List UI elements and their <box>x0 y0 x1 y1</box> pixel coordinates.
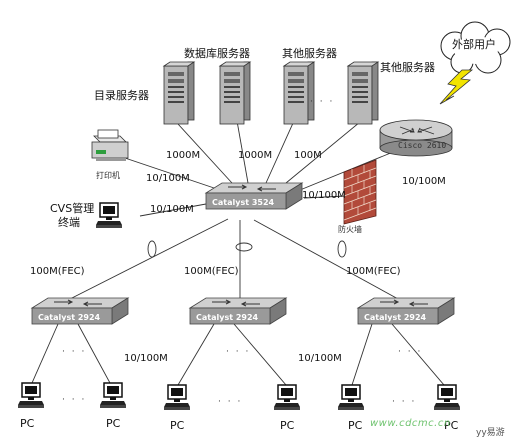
firewall-label: 防火墙 <box>338 225 362 234</box>
fec-marker-right <box>337 240 347 258</box>
other-server-icon-1 <box>283 61 315 125</box>
pc-icon <box>163 384 191 411</box>
ellipsis-left-top: · · · <box>62 347 87 357</box>
link-label-pc-links-right: 10/100M <box>298 353 342 364</box>
router-icon <box>379 119 453 157</box>
pc-icon <box>273 384 301 411</box>
access-switch-mid-label: Catalyst 2924 <box>196 313 259 322</box>
ellipsis-left-bottom: · · · <box>62 395 87 405</box>
pc-label: PC <box>106 417 121 430</box>
pc-icon <box>17 382 45 409</box>
lightning-icon <box>439 69 474 105</box>
cvs-terminal-icon <box>95 202 123 229</box>
dir-server-icon <box>163 61 195 125</box>
other-server-label-1: 其他服务器 <box>282 47 337 60</box>
fec-markers <box>147 240 347 258</box>
external-users-label: 外部用户 <box>452 38 496 51</box>
access-switch-right-icon: Catalyst 2924 <box>357 297 455 325</box>
ellipsis-servers: · · · <box>310 97 335 107</box>
link-label-uplink-right: 100M(FEC) <box>346 266 401 277</box>
link-label-router: 10/100M <box>402 176 446 187</box>
printer-label: 打印机 <box>96 171 120 180</box>
dir-server-label: 目录服务器 <box>94 89 149 102</box>
link-label-terminal: 10/100M <box>150 204 194 215</box>
printer-icon <box>91 129 129 161</box>
link-label-uplink-left: 100M(FEC) <box>30 266 85 277</box>
other-server-label-2: 其他服务器 <box>380 61 435 74</box>
db-server-icon <box>219 61 251 125</box>
link-label-firewall: 10/100M <box>302 190 346 201</box>
firewall-icon <box>343 159 377 225</box>
fec-marker-left <box>147 240 157 258</box>
link-label-db-server: 1000M <box>238 150 273 161</box>
links-layer <box>31 103 445 386</box>
access-switch-left-icon: Catalyst 2924 <box>31 297 129 325</box>
access-switch-right-label: Catalyst 2924 <box>364 313 427 322</box>
pc-label: PC <box>280 419 295 432</box>
pc-label: PC <box>20 417 35 430</box>
pc-icon <box>433 384 461 411</box>
access-switch-left-label: Catalyst 2924 <box>38 313 101 322</box>
other-server-icon-2 <box>347 61 379 125</box>
watermark-site: www.cdcmc.cn <box>370 418 451 429</box>
link-label-printer: 10/100M <box>146 173 190 184</box>
link-label-other-server: 100M <box>294 150 322 161</box>
link-label-pc-links-left: 10/100M <box>124 353 168 364</box>
pc-icon <box>99 382 127 409</box>
ellipsis-right-bottom: · · · <box>392 397 417 407</box>
db-server-label: 数据库服务器 <box>184 47 250 60</box>
router-label: Cisco 2610 <box>398 141 447 150</box>
cvs-terminal-label-line2: 终端 <box>58 216 80 229</box>
access-switch-mid-icon: Catalyst 2924 <box>189 297 287 325</box>
watermark-brand: yy易游 <box>476 428 505 438</box>
core-switch-label: Catalyst 3524 <box>212 198 275 207</box>
core-switch-icon: Catalyst 3524 <box>205 182 303 210</box>
ellipsis-mid-bottom: · · · <box>218 397 243 407</box>
pc-label: PC <box>348 419 363 432</box>
fec-marker-mid <box>235 242 253 252</box>
ellipsis-mid-top: · · · <box>226 347 251 357</box>
pc-label: PC <box>170 419 185 432</box>
ellipsis-right-top: · · · <box>398 347 423 357</box>
link-label-dir-server: 1000M <box>166 150 201 161</box>
link-label-uplink-mid: 100M(FEC) <box>184 266 239 277</box>
external-users-cloud <box>440 21 511 74</box>
cvs-terminal-label-line1: CVS管理 <box>50 202 95 215</box>
pc-label: PC <box>444 419 459 432</box>
pc-icon <box>337 384 365 411</box>
